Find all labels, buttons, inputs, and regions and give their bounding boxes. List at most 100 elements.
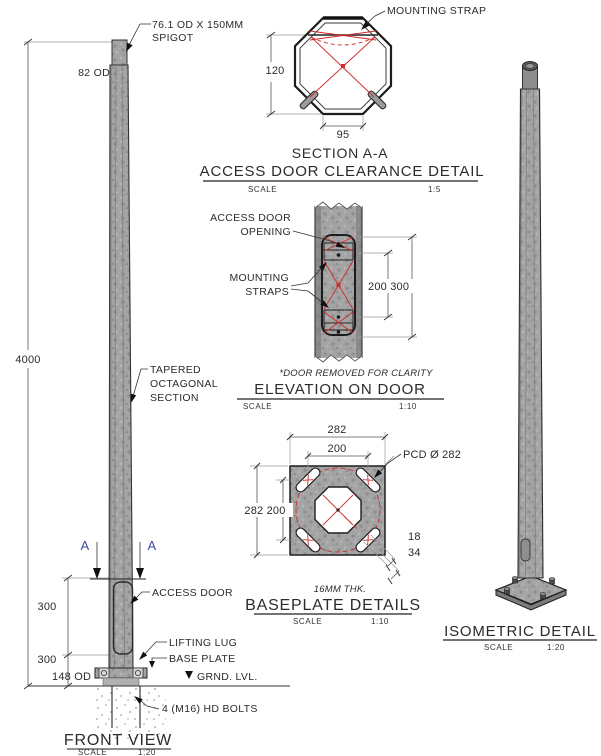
taper-label-3: SECTION (150, 392, 199, 404)
leader-arrow-icon (130, 595, 139, 604)
dim-34: 34 (408, 547, 421, 559)
strap-bolt-dot (336, 315, 341, 319)
dim-left: 282 200 (244, 505, 285, 517)
taper-label-1: TAPERED (150, 364, 201, 376)
anchor-bolt-right (132, 667, 144, 679)
elevation-scale-value: 1:10 (399, 402, 417, 411)
dimension-ticks (253, 433, 401, 585)
spigot (111, 39, 128, 66)
anchor-bolt-rods (111, 686, 141, 728)
spigot-label: 76.1 OD X 150MM (152, 19, 243, 31)
mounting-strap-bar (299, 90, 319, 110)
iso-baseplate-side (495, 589, 567, 611)
spigot-leader (126, 23, 151, 50)
center-mark (341, 64, 345, 68)
leader-arrow-icon (126, 42, 133, 52)
elevation-scale-label: SCALE (243, 402, 272, 411)
isometric-title: ISOMETRIC DETAIL (444, 623, 596, 640)
door-opening-outline (321, 234, 356, 336)
height-dim: 4000 (15, 354, 40, 366)
leader-arrow-icon (318, 262, 327, 271)
leader-arrow-icon (361, 21, 370, 30)
extension-lines (24, 41, 112, 656)
mounting-strap-label: MOUNTING STRAP (387, 5, 486, 17)
elevation-view: ACCESS DOOR OPENING MOUNTING STRAPS 200 … (210, 198, 444, 411)
bolt-slot (295, 467, 321, 493)
taper-label-2: OCTAGONAL (150, 378, 218, 390)
door-opening-label-1: ACCESS DOOR (210, 212, 291, 224)
break-line-bottom (314, 354, 363, 363)
dimension-ticks (266, 31, 367, 130)
dim-282-top: 282 (328, 424, 347, 436)
baseplate-scale-label: SCALE (293, 617, 322, 626)
clearance-detail-title: ACCESS DOOR CLEARANCE DETAIL (200, 163, 485, 180)
extension-lines (356, 236, 417, 338)
bolt-slot (295, 527, 321, 553)
grout-pad (102, 677, 140, 687)
baseplate-view: 282 200 PCD Ø 282 282 200 18 34 16MM THK… (237, 424, 461, 626)
ground-label: GRND. LVL. (197, 671, 258, 683)
access-door-label: ACCESS DOOR (152, 587, 233, 599)
hole-cross-dashed (343, 515, 358, 530)
isometric-view: ISOMETRIC DETAIL SCALE 1:20 (443, 61, 597, 652)
bolts-label: 4 (M16) HD BOLTS (162, 703, 258, 715)
straps-label-1: MOUNTING (229, 272, 289, 284)
taper-leader (131, 368, 148, 401)
base-plate-label: BASE PLATE (169, 653, 235, 665)
front-scale-value: 1:20 (138, 748, 156, 756)
leader-arrow-icon (149, 661, 155, 668)
octagon-inner (299, 22, 387, 110)
bolt-slot (355, 467, 381, 493)
elevation-title: ELEVATION ON DOOR (254, 381, 425, 398)
pcd-leader (376, 453, 402, 476)
extension-lines (266, 34, 364, 131)
strap-leader-top (290, 263, 326, 287)
extension-lines (250, 432, 400, 572)
pole-edge-shade (109, 64, 112, 671)
dim-text-bg (13, 352, 43, 366)
section-scale-value: 1:5 (428, 185, 441, 194)
foundation-stipple (96, 687, 166, 742)
strap-bolt-dot (336, 330, 341, 334)
door-height-dim: 300 (38, 601, 57, 613)
pole-edge-shade (356, 206, 362, 358)
section-arrow-icon (93, 568, 101, 579)
baseplate-scale-value: 1:10 (371, 617, 389, 626)
front-scale-label: SCALE (78, 748, 107, 756)
dim-18: 18 (408, 531, 421, 543)
pcd-label: PCD Ø 282 (403, 449, 461, 461)
iso-anchor-bolts (503, 576, 556, 600)
section-letter-left: A (81, 538, 90, 553)
isometric-scale-value: 1:20 (547, 643, 565, 652)
pole-edge-shade (315, 206, 321, 358)
baseplate-title: BASEPLATE DETAILS (245, 597, 421, 614)
dim-200-top: 200 (328, 443, 347, 455)
bolt-circle-icon (101, 670, 108, 677)
leader-arrow-icon (139, 651, 148, 660)
bolt-slot (355, 527, 381, 553)
section-aa-view: MOUNTING STRAP 120 95 SECTION A-A ACCESS… (200, 5, 486, 194)
straps-label-2: STRAPS (245, 286, 289, 298)
base-plate-leader (151, 657, 167, 662)
dim-120: 120 (266, 65, 285, 77)
iso-access-door (520, 538, 531, 562)
lifting-lug-label: LIFTING LUG (169, 637, 237, 649)
break-line-top (314, 201, 363, 210)
thickness-note: 16MM THK. (314, 584, 366, 595)
section-arrow-icon (136, 568, 144, 579)
section-aa-title: SECTION A-A (292, 145, 388, 161)
section-scale-label: SCALE (248, 185, 277, 194)
od-top-label: 82 OD (78, 67, 110, 79)
dim-text-bg (365, 279, 416, 293)
dim-200-300: 200 300 (368, 281, 409, 293)
door-opening-label-2: OPENING (240, 226, 291, 238)
strap-leader-bottom (290, 288, 328, 307)
anchor-bolt-left (98, 667, 110, 679)
leader-arrow-icon (335, 241, 345, 248)
pole-facet-lines (114, 64, 125, 671)
leader-arrow-icon (134, 696, 143, 704)
door-note: *DOOR REMOVED FOR CLARITY (279, 368, 433, 379)
iso-spigot-bore (525, 63, 535, 69)
